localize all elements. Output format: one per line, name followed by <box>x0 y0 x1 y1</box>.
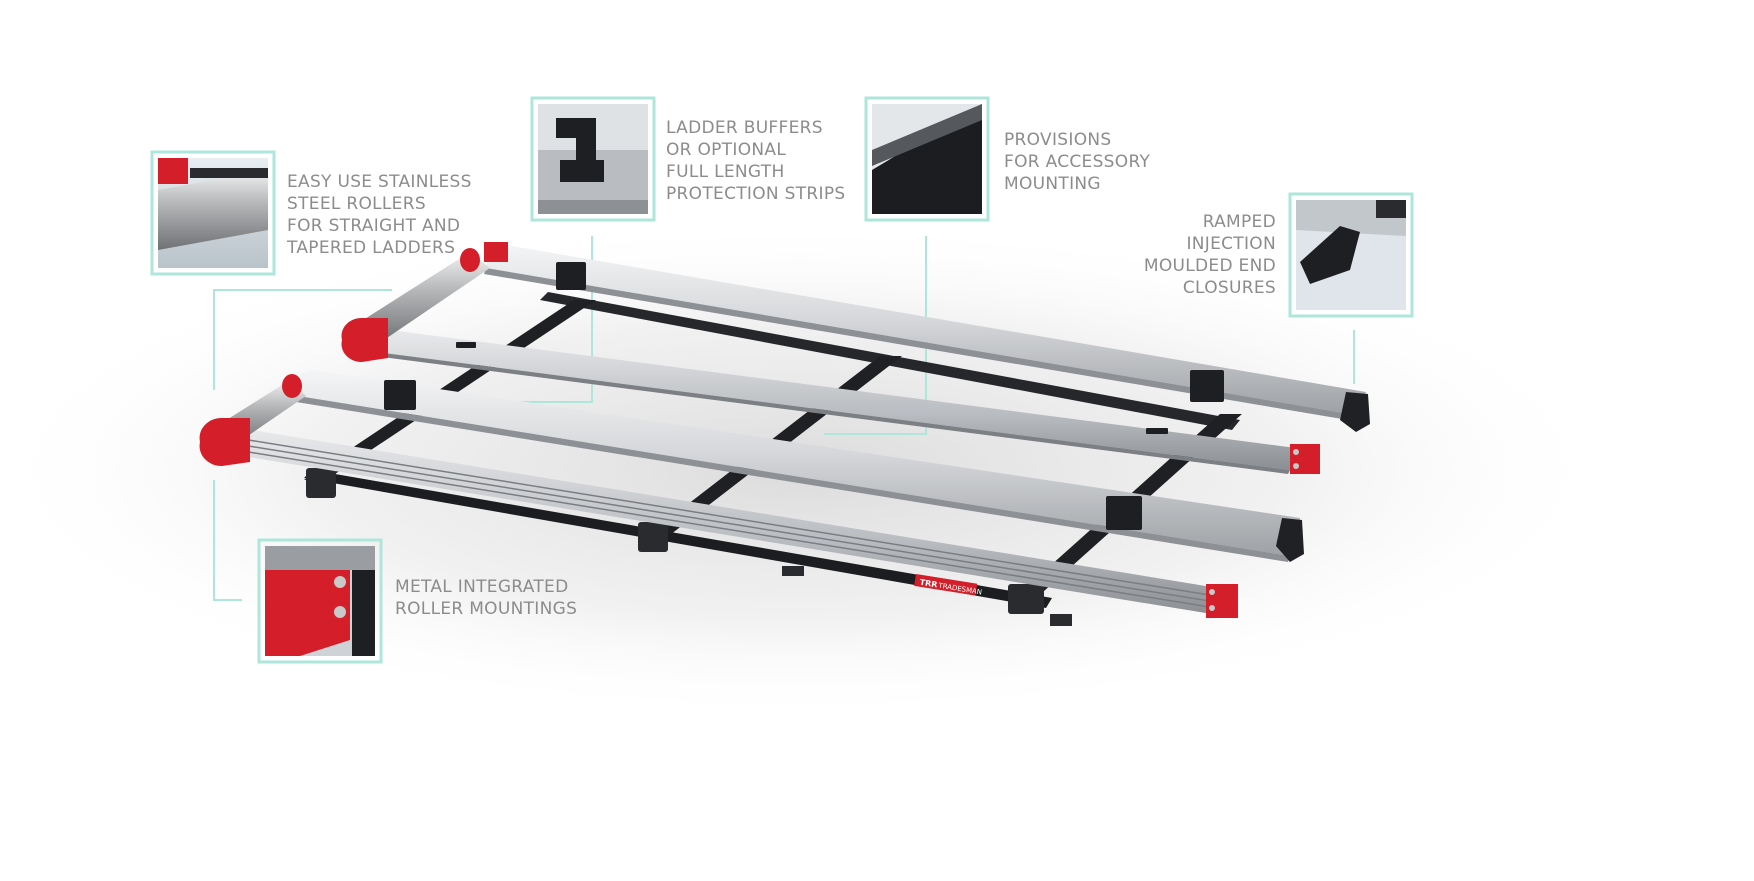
callout-line-text: ROLLER MOUNTINGS <box>395 599 578 619</box>
rail-back <box>486 244 1366 414</box>
buffer <box>1106 496 1142 530</box>
callout-line-text: FOR STRAIGHT AND <box>287 216 461 236</box>
buffer <box>556 262 586 290</box>
roller-front-cap <box>282 374 302 398</box>
callout-line-rollers <box>213 289 392 390</box>
ladder-buffers <box>384 262 1224 530</box>
callout-label-end-closures: RAMPED INJECTION MOULDED END CLOSURES <box>1144 211 1276 299</box>
callout-line-text: PROVISIONS <box>1004 130 1112 150</box>
foot-bracket <box>1008 584 1044 614</box>
callout-line-text: MOUNTING <box>1004 174 1101 194</box>
end-closure <box>1340 392 1370 432</box>
callout-line-text: PROTECTION STRIPS <box>666 184 846 204</box>
callout-line-text: FOR ACCESSORY <box>1004 152 1151 172</box>
callout-line-text: RAMPED <box>1202 212 1276 232</box>
callout-line-text: FULL LENGTH <box>666 162 785 182</box>
callout-line-text: INJECTION <box>1186 234 1276 254</box>
buffer <box>1146 428 1168 434</box>
callout-line-text: METAL INTEGRATED <box>395 577 569 597</box>
callout-line-text: CLOSURES <box>1182 278 1276 298</box>
roller-mount-back-bracket <box>484 242 508 262</box>
frame-side-left <box>304 470 1052 608</box>
callout-label-mountings: METAL INTEGRATED ROLLER MOUNTINGS <box>395 576 577 620</box>
thumbnail-mountings <box>257 538 383 664</box>
callout-line-text: STEEL ROLLERS <box>287 194 426 214</box>
roller-mount-back <box>341 317 388 363</box>
callout-line-text: OR OPTIONAL <box>666 140 787 160</box>
rail-ribbed <box>230 428 1232 616</box>
roller-back-cap <box>460 248 480 272</box>
roller-mount-front <box>199 417 250 467</box>
callout-label-provisions: PROVISIONS FOR ACCESSORY MOUNTING <box>1004 129 1150 195</box>
callout-lines <box>213 236 1355 601</box>
foot-bracket <box>1050 614 1072 626</box>
thumbnail-provisions <box>864 96 990 222</box>
rail-front <box>298 370 1302 556</box>
end-mount-red <box>1290 444 1320 474</box>
rail-front-edge <box>296 396 1290 562</box>
callout-label-rollers: EASY USE STAINLESS STEEL ROLLERS FOR STR… <box>287 171 472 259</box>
callout-line-text: TAPERED LADDERS <box>287 238 456 258</box>
callout-line-text: LADDER BUFFERS <box>666 118 823 138</box>
callout-line-text: EASY USE STAINLESS <box>287 172 472 192</box>
rail-middle <box>376 330 1296 470</box>
thumbnail-buffers <box>530 96 656 222</box>
roller-back <box>360 252 490 344</box>
thumbnail-rollers <box>150 150 276 276</box>
thumbnail-end-closures <box>1288 192 1414 318</box>
callout-line-text: MOULDED END <box>1143 256 1276 276</box>
rail-back-edge <box>484 268 1350 420</box>
rail-middle-edge <box>374 352 1290 474</box>
brand-sticker <box>914 574 978 596</box>
buffer <box>384 380 416 410</box>
buffer <box>1190 370 1224 402</box>
ladder-rack: TRR TRADESMAN <box>199 242 1370 626</box>
foot-bracket <box>638 522 668 552</box>
foot-bracket <box>782 566 804 576</box>
brand-logo-text: TRR <box>919 578 938 590</box>
buffer <box>456 342 476 348</box>
rail-ribs <box>235 437 1229 611</box>
callout-label-buffers: LADDER BUFFERS OR OPTIONAL FULL LENGTH P… <box>666 117 845 205</box>
callout-line-mountings <box>213 480 242 601</box>
callout-line-provisions <box>824 236 927 435</box>
crossbar-1 <box>304 300 596 480</box>
end-mount-red <box>1206 584 1238 618</box>
foot-bracket <box>306 468 336 498</box>
end-closure <box>1276 518 1304 562</box>
